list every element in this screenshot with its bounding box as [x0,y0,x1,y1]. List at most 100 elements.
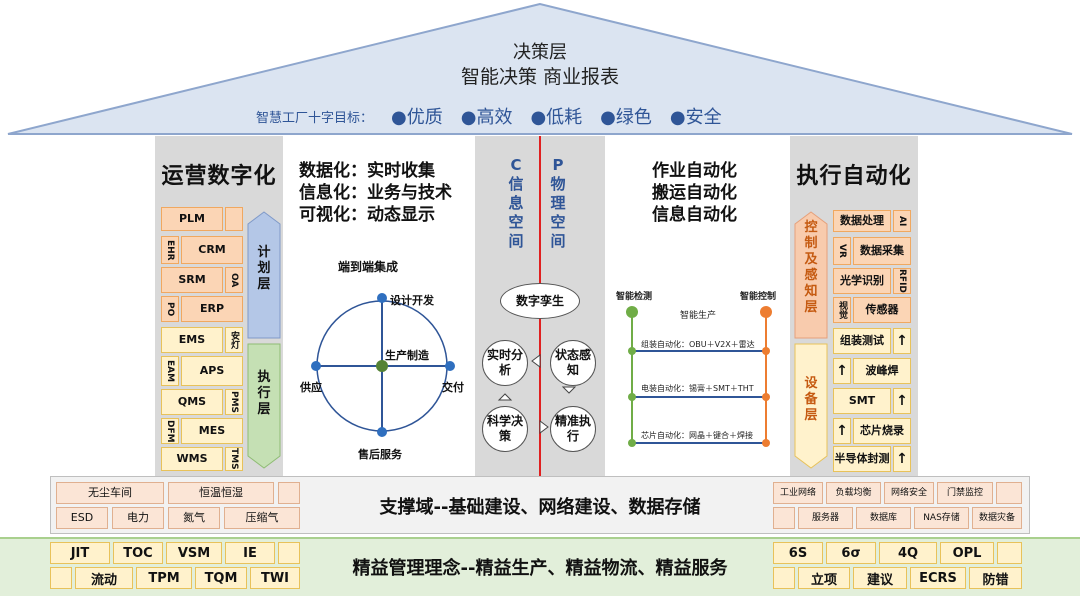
oa-box: OA [225,267,243,293]
support-item: 氮气 [168,507,220,529]
auto-column [605,136,790,476]
up-arrow-icon: ↑ [893,388,911,414]
ems-box: EMS [161,327,223,353]
smart-control-label: 智能控制 [740,292,777,302]
node-dot [377,293,387,303]
support-item: 数据灾备 [972,507,1022,529]
lean-item: 流动 [75,567,133,589]
smt-box: SMT [833,388,891,414]
dfm-box: DFM [161,418,179,444]
eam-box: EAM [161,356,179,386]
pms-box: PMS [225,389,243,415]
goal-item: ●高效 [460,107,513,128]
node-production: 生产制造 [385,349,429,362]
goal-item: ●绿色 [600,107,652,128]
tms-box: TMS [225,447,243,471]
andon-label: 安灯 [229,331,239,349]
data-line: 信息化：业务与技术 [299,183,452,203]
up-arrow-icon: ↑ [833,358,851,384]
state-sensing: 状态感知 [550,340,596,386]
data-line: 数据化：实时收集 [299,161,435,181]
goal-item: ●低耗 [530,107,583,128]
e2e-title: 端到端集成 [338,260,399,274]
scientific-decision: 科学决策 [482,406,528,452]
sense-layer-label: 控制及感知层 [804,220,818,315]
lean-title: 精益管理理念--精益生产、精益物流、精益服务 [352,558,728,579]
support-title: 支撑域--基础建设、网络建设、数据存储 [379,497,701,518]
lean-item: JIT [50,542,110,564]
up-arrow-icon: ↑ [893,446,911,472]
lean-blank [997,542,1022,564]
node-aftersales: 售后服务 [358,448,402,461]
lean-item: 建议 [853,567,907,589]
data-collection-box: 数据采集 [853,237,911,265]
lean-item: IE [225,542,275,564]
support-item: ESD [56,507,108,529]
goals-row: 智慧工厂十字目标： ●优质 ●高效 ●低耗 ●绿色 ●安全 [256,103,836,129]
data-column [283,136,475,476]
support-blank [773,507,795,529]
p-space-title: P物理空间 [550,156,566,250]
auto-line: 作业自动化 [652,161,737,181]
assembly-test-box: 组装测试 [833,328,891,354]
lean-item: ECRS [910,567,966,589]
lean-item: VSM [166,542,222,564]
vr-box: VR [833,237,851,265]
auto-diagram [626,306,772,447]
device-layer-label: 设备层 [804,376,818,423]
data-processing-box: 数据处理 [833,210,891,232]
lean-blank [278,542,300,564]
oa-label: OA [229,272,239,288]
tms-label: TMS [229,448,239,470]
eam-label: EAM [165,359,175,383]
node-design: 设计开发 [390,294,434,307]
chip-burn-box: 芯片烧录 [853,418,911,444]
erp-box: ERP [181,296,243,322]
roof [7,2,1073,135]
auto-line: 搬运自动化 [652,183,737,203]
lean-item: TOC [113,542,163,564]
lean-item: 立项 [798,567,850,589]
cp-arrows [497,354,577,434]
auto-row: 电装自动化：锡膏＋SMT＋THT [641,384,754,393]
goal-item: ●安全 [669,107,722,128]
support-item: 压缩气 [224,507,300,529]
lean-item: 防错 [969,567,1022,589]
support-item: 电力 [112,507,164,529]
node-dot [445,361,455,371]
exec-title: 执行自动化 [796,164,912,189]
center-dot [376,360,388,372]
mes-box: MES [181,418,243,444]
ehr-box: EHR [161,236,179,264]
support-item: 工业网络 [773,482,823,504]
up-arrow-icon: ↑ [893,328,911,354]
vision-box: 视觉 [833,297,851,323]
po-box: PO [161,296,179,322]
smart-detect-label: 智能检测 [616,292,653,302]
optical-recognition-box: 光学识别 [833,268,891,294]
lean-item: TQM [195,567,247,589]
exec-layer-arrows [794,211,828,469]
auto-line: 信息自动化 [652,205,737,225]
up-arrow-icon: ↑ [833,418,851,444]
realtime-analysis: 实时分析 [482,340,528,386]
wms-box: WMS [161,447,223,471]
support-blank [278,482,300,504]
lean-item: TWI [250,567,300,589]
lean-blank [50,567,72,589]
roof-subtitle: 智能决策 商业报表 [460,66,620,88]
rfid-label: RFID [897,269,907,293]
rfid-box: RFID [893,268,911,294]
lean-item: 4Q [879,542,937,564]
node-dot [377,427,387,437]
node-supply: 供应 [300,381,322,394]
precise-execution: 精准执行 [550,406,596,452]
dfm-label: DFM [165,419,175,443]
andon-box: 安灯 [225,327,243,353]
blank-box [225,207,243,231]
lean-item: 6S [773,542,823,564]
plm-box: PLM [161,207,223,231]
support-item: NAS存储 [914,507,969,529]
semiconductor-box: 半导体封测 [833,446,891,472]
digital-twin: 数字孪生 [500,283,580,319]
